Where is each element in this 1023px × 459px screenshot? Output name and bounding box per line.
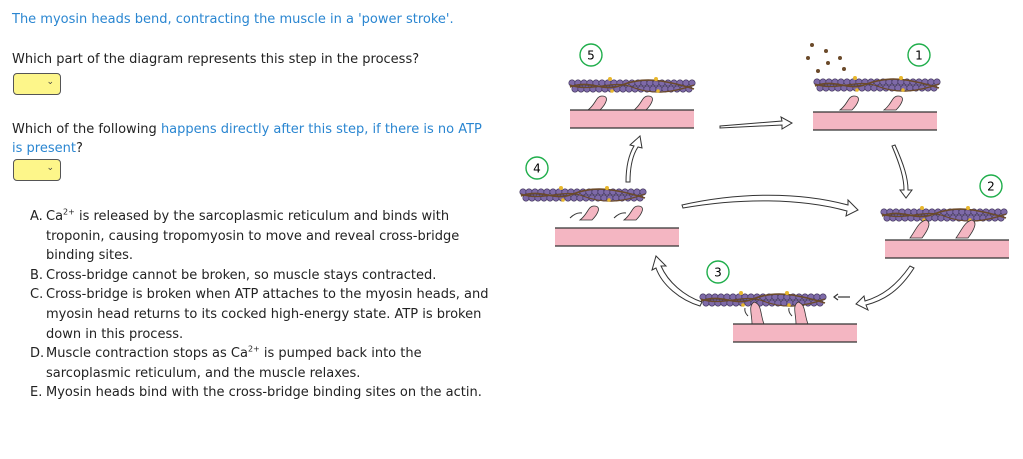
svg-text:2: 2: [987, 180, 995, 194]
question-2-highlight: happens directly after this step, if the…: [12, 122, 482, 156]
option-e: E.Myosin heads bind with the cross-bridg…: [30, 385, 482, 401]
next-step-select[interactable]: ⌄: [13, 159, 61, 181]
badge-5: [579, 43, 603, 67]
calcium-ions: [806, 43, 846, 73]
option-a: A.Ca2+ is released by the sarcoplasmic r…: [30, 207, 460, 264]
badge-3: [706, 260, 730, 284]
arrow-5-to-1: [719, 116, 794, 130]
cross-bridge-cycle-diagram: 5 1 4 2: [518, 43, 1010, 343]
panel-1: 1: [806, 43, 942, 131]
panel-5: 5: [567, 43, 697, 129]
statement-text: The myosin heads bend, contracting the m…: [12, 12, 454, 27]
panel-4: 4: [518, 156, 680, 247]
panel-3: 3: [698, 260, 858, 343]
cycle-arrows: [625, 116, 915, 312]
badge-1: [907, 43, 931, 67]
option-d: D.Muscle contraction stops as Ca2+ is pu…: [30, 344, 422, 381]
answer-options-list: A.Ca2+ is released by the sarcoplasmic r…: [30, 207, 500, 403]
arrow-1-to-2: [891, 144, 913, 199]
arrow-4-to-2: [681, 194, 859, 217]
diagram-step-select[interactable]: ⌄: [13, 73, 61, 95]
panel-2: 2: [879, 174, 1010, 259]
badge-2: [979, 174, 1003, 198]
option-b: B.Cross-bridge cannot be broken, so musc…: [30, 267, 437, 283]
badge-4: [525, 156, 549, 180]
question-2-text: Which of the following happens directly …: [12, 120, 492, 158]
chevron-down-icon: ⌄: [46, 163, 54, 173]
arrow-2-to-3: [855, 265, 915, 312]
chevron-down-icon: ⌄: [46, 77, 54, 87]
question-2-prefix: Which of the following: [12, 122, 161, 137]
question-2-suffix: ?: [75, 141, 83, 156]
option-c: C.Cross-bridge is broken when ATP attach…: [30, 287, 489, 342]
svg-text:1: 1: [915, 49, 923, 63]
svg-text:4: 4: [533, 162, 541, 176]
arrow-4-to-5: [625, 135, 643, 183]
arrow-3-to-4: [651, 255, 703, 307]
svg-text:3: 3: [714, 266, 722, 280]
svg-text:5: 5: [587, 49, 595, 63]
question-1-text: Which part of the diagram represents thi…: [12, 52, 420, 67]
